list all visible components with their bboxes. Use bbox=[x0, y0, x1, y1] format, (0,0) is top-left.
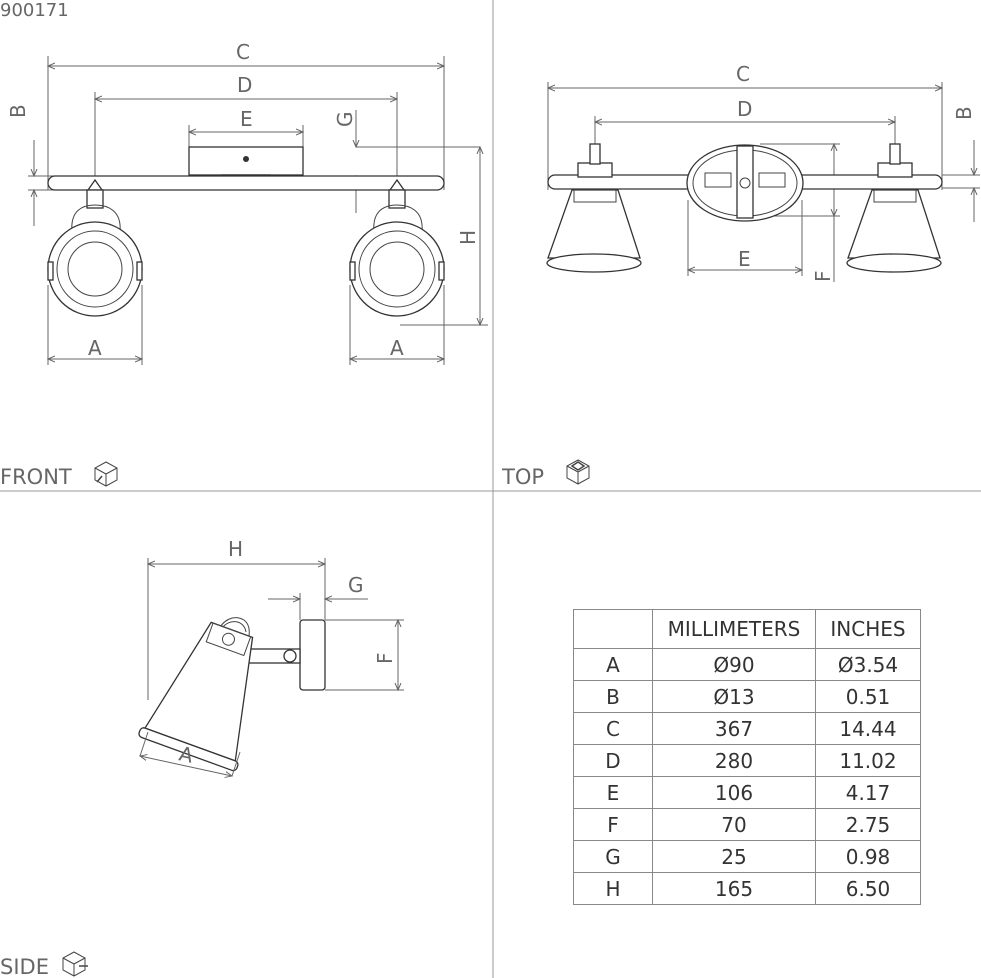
table-row: B Ø13 0.51 bbox=[573, 680, 921, 713]
front-dim-h-label: H bbox=[456, 230, 480, 245]
top-dim-b-label: B bbox=[952, 106, 976, 120]
top-view-label: TOP bbox=[501, 465, 544, 489]
front-dim-d-label: D bbox=[237, 73, 252, 97]
cube-top-view-icon bbox=[566, 459, 590, 485]
row-millimeters: Ø90 bbox=[652, 648, 816, 681]
table-header-row: MILLIMETERS INCHES bbox=[573, 609, 921, 649]
row-millimeters: 70 bbox=[652, 808, 816, 841]
row-inches: 4.17 bbox=[815, 776, 921, 809]
table-header-empty bbox=[573, 609, 653, 649]
row-inches: 11.02 bbox=[815, 744, 921, 777]
front-dim-e-label: E bbox=[240, 107, 253, 131]
top-dim-f-label: F bbox=[811, 270, 835, 282]
row-letter: C bbox=[573, 712, 653, 745]
row-letter: D bbox=[573, 744, 653, 777]
side-dim-f-label: F bbox=[373, 652, 397, 664]
table-row: C 367 14.44 bbox=[573, 712, 921, 745]
table-row: D 280 11.02 bbox=[573, 744, 921, 777]
side-view: H G F A bbox=[138, 537, 404, 776]
model-number: 900171 bbox=[0, 0, 69, 21]
cube-side-view-icon bbox=[62, 951, 88, 977]
row-letter: H bbox=[573, 872, 653, 905]
row-inches: 14.44 bbox=[815, 712, 921, 745]
row-letter: F bbox=[573, 808, 653, 841]
table-header-millimeters: MILLIMETERS bbox=[652, 609, 816, 649]
row-letter: A bbox=[573, 648, 653, 681]
row-inches: 0.98 bbox=[815, 840, 921, 873]
top-dim-e-label: E bbox=[738, 247, 751, 271]
row-inches: 0.51 bbox=[815, 680, 921, 713]
dimensions-table: MILLIMETERS INCHES A Ø90 Ø3.54 B Ø13 0.5… bbox=[573, 609, 921, 905]
front-view: C D E B G H bbox=[6, 40, 488, 365]
side-view-label: SIDE bbox=[0, 955, 49, 978]
front-view-label: FRONT bbox=[0, 465, 72, 489]
table-row: F 70 2.75 bbox=[573, 808, 921, 841]
front-dim-a-left-label: A bbox=[88, 336, 102, 360]
row-millimeters: Ø13 bbox=[652, 680, 816, 713]
row-millimeters: 280 bbox=[652, 744, 816, 777]
row-millimeters: 367 bbox=[652, 712, 816, 745]
front-dim-a-right-label: A bbox=[390, 336, 404, 360]
cube-front-view-icon bbox=[94, 461, 118, 487]
side-dim-a-label: A bbox=[177, 741, 196, 767]
table-header-inches: INCHES bbox=[815, 609, 921, 649]
row-inches: 2.75 bbox=[815, 808, 921, 841]
row-millimeters: 106 bbox=[652, 776, 816, 809]
table-row: A Ø90 Ø3.54 bbox=[573, 648, 921, 681]
top-view: C D B F bbox=[546, 62, 980, 282]
row-letter: E bbox=[573, 776, 653, 809]
row-inches: 6.50 bbox=[815, 872, 921, 905]
row-inches: Ø3.54 bbox=[815, 648, 921, 681]
row-letter: G bbox=[573, 840, 653, 873]
side-dim-g-label: G bbox=[348, 573, 364, 597]
top-dim-c-label: C bbox=[736, 62, 750, 86]
table-row: G 25 0.98 bbox=[573, 840, 921, 873]
table-row: H 165 6.50 bbox=[573, 872, 921, 905]
table-row: E 106 4.17 bbox=[573, 776, 921, 809]
front-dim-b-label: B bbox=[6, 104, 30, 118]
side-dim-h-label: H bbox=[228, 537, 243, 561]
front-dim-g-label: G bbox=[333, 112, 357, 128]
front-dim-c-label: C bbox=[236, 40, 250, 64]
top-dim-d-label: D bbox=[737, 97, 752, 121]
row-millimeters: 25 bbox=[652, 840, 816, 873]
row-millimeters: 165 bbox=[652, 872, 816, 905]
row-letter: B bbox=[573, 680, 653, 713]
